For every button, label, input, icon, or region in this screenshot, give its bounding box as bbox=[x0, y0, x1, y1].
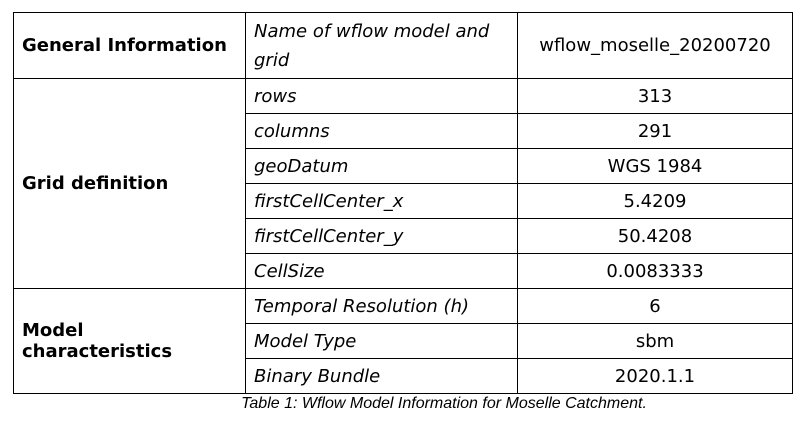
table-row: columns 291 bbox=[14, 113, 793, 149]
param-cell: firstCellCenter_y bbox=[245, 218, 518, 254]
value-cell: sbm bbox=[517, 323, 793, 359]
param-cell: firstCellCenter_x bbox=[245, 183, 518, 219]
value-cell: 291 bbox=[517, 113, 793, 149]
param-cell: Name of wflow model and grid bbox=[245, 12, 518, 79]
value-cell: 6 bbox=[517, 288, 793, 324]
table-row: firstCellCenter_x 5.4209 bbox=[14, 183, 793, 219]
value-cell: 313 bbox=[517, 78, 793, 114]
table-row: geoDatum WGS 1984 bbox=[14, 148, 793, 184]
table-row: Model Type sbm bbox=[14, 323, 793, 359]
param-cell: CellSize bbox=[245, 253, 518, 289]
table-row: CellSize 0.0083333 bbox=[14, 253, 793, 289]
table-row: General Information Name of wflow model … bbox=[13, 12, 793, 79]
group-general-information: General Information bbox=[13, 12, 246, 79]
value-cell: WGS 1984 bbox=[517, 148, 793, 184]
param-cell: rows bbox=[245, 78, 518, 114]
param-cell: geoDatum bbox=[245, 148, 518, 184]
param-cell: Model Type bbox=[245, 323, 518, 359]
param-cell: Temporal Resolution (h) bbox=[245, 288, 518, 324]
group-grid-definition: Grid definition bbox=[13, 78, 246, 289]
value-cell: 5.4209 bbox=[517, 183, 793, 219]
value-cell: 0.0083333 bbox=[517, 253, 793, 289]
table-row: Binary Bundle 2020.1.1 bbox=[14, 358, 793, 394]
param-cell: columns bbox=[245, 113, 518, 149]
table-row: Grid definition rows 313 bbox=[13, 78, 793, 289]
value-cell: wflow_moselle_20200720 bbox=[517, 12, 793, 79]
group-model-characteristics: Model characteristics bbox=[13, 288, 246, 394]
table-row: firstCellCenter_y 50.4208 bbox=[14, 218, 793, 254]
model-info-table: General Information Name of wflow model … bbox=[13, 12, 793, 394]
table-caption: Table 1: Wflow Model Information for Mos… bbox=[241, 395, 647, 412]
value-cell: 2020.1.1 bbox=[517, 358, 793, 394]
table-row: Model characteristics Temporal Resolutio… bbox=[13, 288, 793, 394]
param-cell: Binary Bundle bbox=[245, 358, 518, 394]
value-cell: 50.4208 bbox=[517, 218, 793, 254]
